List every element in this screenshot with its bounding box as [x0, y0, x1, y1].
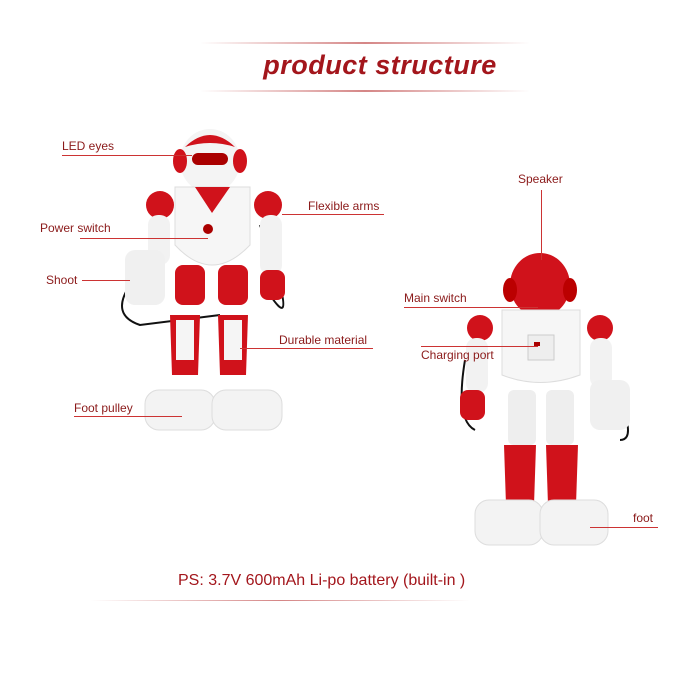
label-foot-pulley: Foot pulley — [74, 401, 133, 415]
robot-back-image — [460, 253, 630, 546]
title-top-rule — [200, 42, 530, 44]
title-bottom-rule — [200, 90, 530, 92]
label-led-eyes: LED eyes — [62, 139, 115, 153]
leader-charging-port — [421, 346, 538, 347]
leader-power-switch — [80, 238, 208, 239]
robot-front-image — [121, 129, 285, 431]
leader-led-eyes — [62, 155, 192, 156]
leader-shoot — [82, 280, 130, 281]
leader-foot — [590, 527, 658, 528]
leader-main-switch — [404, 307, 538, 308]
battery-note: PS: 3.7V 600mAh Li-po battery (built-in … — [178, 572, 466, 589]
note-underline — [90, 600, 470, 601]
label-charging-port: Charging port — [421, 348, 494, 362]
leader-durable-material — [240, 348, 373, 349]
label-flexible-arms: Flexible arms — [308, 199, 380, 213]
leader-foot-pulley — [74, 416, 182, 417]
label-durable-material: Durable material — [279, 333, 368, 347]
label-foot: foot — [633, 511, 654, 525]
leader-speaker — [541, 190, 542, 260]
label-speaker: Speaker — [518, 172, 563, 186]
label-main-switch: Main switch — [404, 291, 467, 305]
label-shoot: Shoot — [46, 273, 78, 287]
page-title: product structure — [263, 50, 497, 80]
leader-flexible-arms — [282, 214, 384, 215]
label-power-switch: Power switch — [40, 221, 111, 235]
